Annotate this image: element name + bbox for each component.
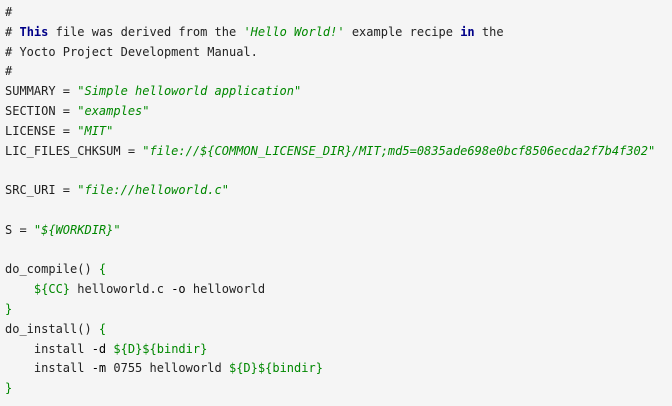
command-option: -m bbox=[91, 361, 107, 376]
code-line: SECTION = "examples" bbox=[5, 102, 672, 122]
code-line: # bbox=[5, 62, 672, 82]
string-literal: 'Hello World!' bbox=[243, 24, 345, 39]
code-line: install -d ${D}${bindir} bbox=[5, 340, 672, 360]
command-text: helloworld bbox=[185, 282, 266, 297]
code-line: # bbox=[5, 3, 672, 23]
function-declaration: do_install() bbox=[5, 321, 99, 336]
blank-line bbox=[5, 241, 672, 261]
code-line: # Yocto Project Development Manual. bbox=[5, 43, 672, 63]
variable-reference: ${bindir} bbox=[257, 361, 323, 376]
code-line: install -m 0755 helloworld ${D}${bindir} bbox=[5, 359, 672, 379]
code-line: LICENSE = "MIT" bbox=[5, 122, 672, 142]
comment-text: file was derived from the bbox=[48, 24, 244, 39]
string-literal: "Simple helloworld application" bbox=[77, 84, 302, 99]
command-option: -d bbox=[91, 341, 107, 356]
variable-reference: ${bindir} bbox=[142, 341, 208, 356]
string-literal: "MIT" bbox=[77, 123, 114, 138]
comment-text: # bbox=[5, 64, 13, 79]
string-literal: "file://${COMMON_LICENSE_DIR}/MIT;md5=08… bbox=[142, 143, 656, 158]
code-line: ${CC} helloworld.c -o helloworld bbox=[5, 280, 672, 300]
code-line: S = "${WORKDIR}" bbox=[5, 221, 672, 241]
variable-assignment: SECTION = bbox=[5, 103, 78, 118]
variable-reference: ${D} bbox=[113, 341, 143, 356]
comment-text: # bbox=[5, 24, 13, 39]
keyword: in bbox=[460, 24, 475, 39]
command-option: -o bbox=[171, 282, 186, 297]
command-text: install bbox=[5, 361, 92, 376]
blank-line bbox=[5, 161, 672, 181]
indent bbox=[5, 282, 34, 296]
variable-assignment: SRC_URI = bbox=[5, 183, 78, 198]
comment-text: example recipe bbox=[344, 24, 461, 39]
keyword: This bbox=[19, 24, 49, 39]
string-literal: "examples" bbox=[77, 103, 150, 118]
string-literal: "file://helloworld.c" bbox=[77, 183, 229, 198]
brace: } bbox=[5, 381, 13, 396]
variable-assignment: SUMMARY = bbox=[5, 84, 78, 99]
variable-assignment: LICENSE = bbox=[5, 123, 78, 138]
variable-assignment: LIC_FILES_CHKSUM = bbox=[5, 143, 143, 158]
code-line: do_compile() { bbox=[5, 260, 672, 280]
variable-assignment: S = bbox=[5, 222, 34, 237]
code-line: } bbox=[5, 379, 672, 399]
command-text: install bbox=[5, 341, 92, 356]
variable-reference: ${CC} bbox=[33, 282, 71, 297]
code-line: } bbox=[5, 300, 672, 320]
comment-text: # Yocto Project Development Manual. bbox=[5, 44, 258, 59]
brace: } bbox=[5, 301, 13, 316]
comment-text: the bbox=[474, 24, 504, 39]
code-line: LIC_FILES_CHKSUM = "file://${COMMON_LICE… bbox=[5, 142, 672, 162]
brace: { bbox=[98, 321, 107, 336]
command-text: 0755 helloworld bbox=[106, 361, 229, 376]
string-literal: "${WORKDIR}" bbox=[33, 222, 121, 237]
command-text: helloworld.c bbox=[70, 282, 172, 297]
code-line: # This file was derived from the 'Hello … bbox=[5, 23, 672, 43]
code-line: SRC_URI = "file://helloworld.c" bbox=[5, 181, 672, 201]
variable-reference: ${D} bbox=[228, 361, 258, 376]
function-declaration: do_compile() bbox=[5, 262, 99, 277]
code-line: SUMMARY = "Simple helloworld application… bbox=[5, 82, 672, 102]
blank-line bbox=[5, 201, 672, 221]
brace: { bbox=[98, 262, 107, 277]
comment-text: # bbox=[5, 5, 13, 19]
code-line: do_install() { bbox=[5, 320, 672, 340]
